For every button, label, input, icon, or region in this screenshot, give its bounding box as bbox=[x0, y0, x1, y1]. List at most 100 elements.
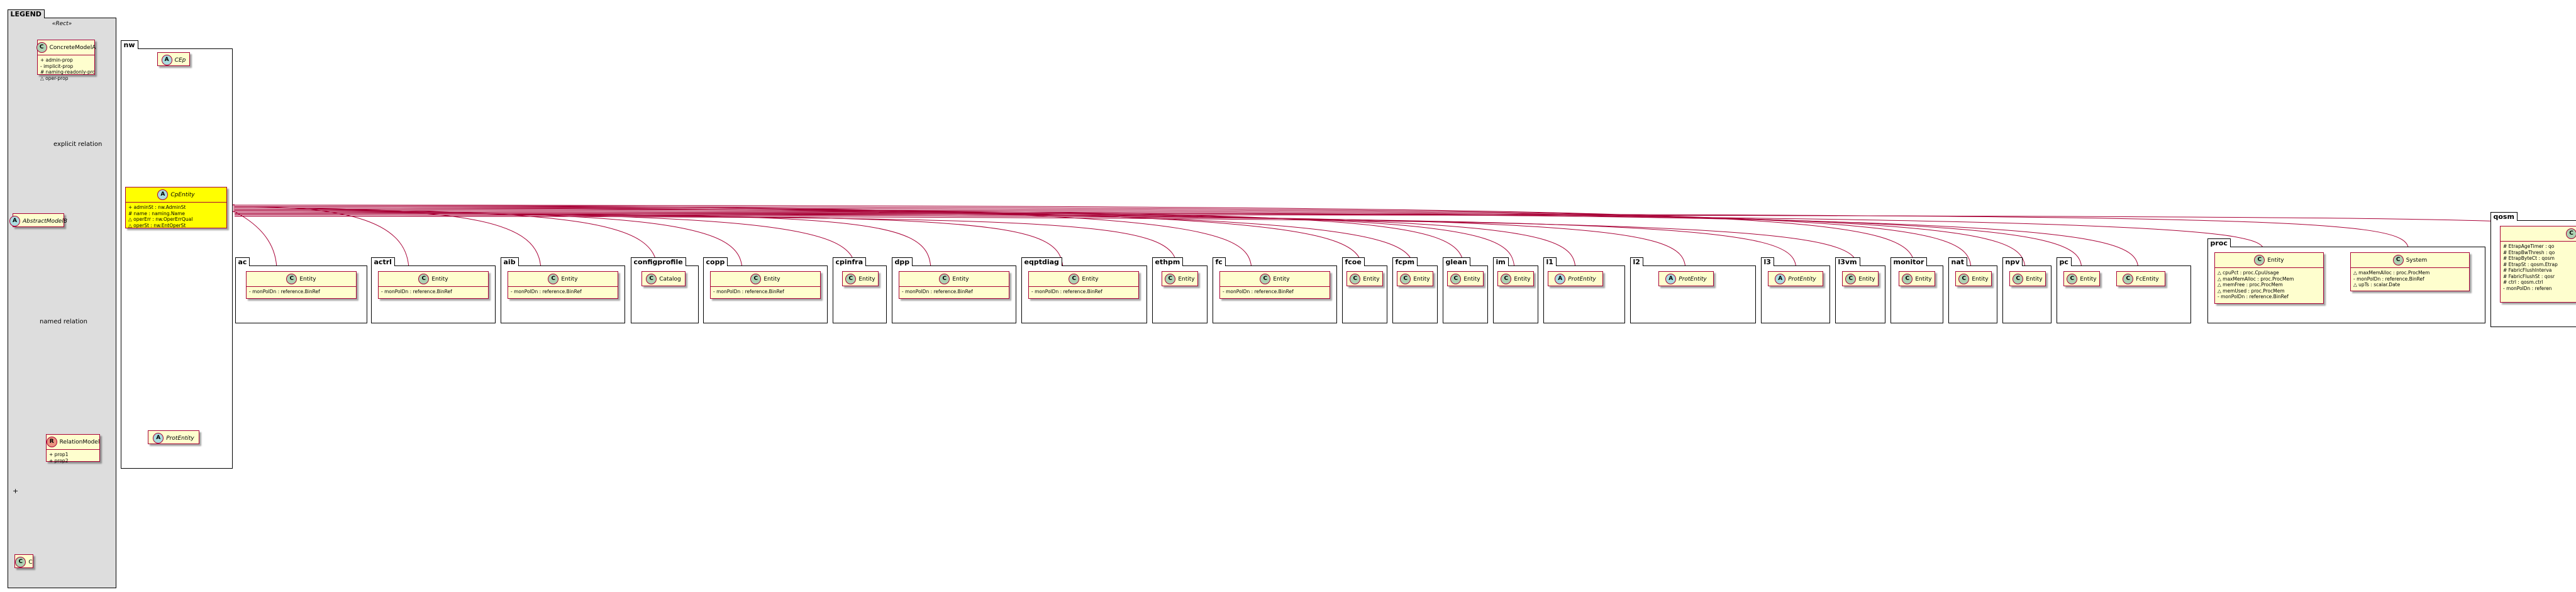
class-field: △ maxMemAlloc : proc.ProcMem bbox=[2353, 270, 2430, 276]
class-field: # EtrapAgeTimer : qo bbox=[2503, 243, 2555, 249]
class-field: - monPolDn : reference.BinRef bbox=[2218, 294, 2289, 299]
class-name: Entity bbox=[952, 276, 969, 282]
class-name: Entity bbox=[561, 276, 578, 282]
package-title: qosm bbox=[2490, 212, 2518, 221]
class-name: Entity bbox=[1463, 276, 1480, 282]
class-c-icon: C bbox=[2566, 228, 2576, 239]
class-field: - monPolDn : reference.BinRef bbox=[1031, 289, 1102, 294]
class-field: # FabricFlushInterva bbox=[2503, 267, 2552, 273]
package-title: aib bbox=[500, 257, 519, 266]
class-name: Entity bbox=[1514, 276, 1531, 282]
package-title: proc bbox=[2207, 238, 2231, 247]
package-title: l3vm bbox=[1835, 257, 1860, 266]
package-title: actrl bbox=[370, 257, 395, 266]
class-name: Entity bbox=[2267, 257, 2284, 264]
class-field: △ memUsed : proc.ProcMem bbox=[2218, 288, 2285, 294]
class-name: Entity bbox=[1178, 276, 1195, 282]
class-field: △ memFree : proc.ProcMem bbox=[2218, 282, 2283, 288]
inheritance-line bbox=[234, 211, 856, 271]
class-name: CpEntity bbox=[170, 191, 195, 198]
class-c-icon: C bbox=[845, 274, 857, 284]
inheritance-line bbox=[234, 210, 743, 271]
class-field: + adminSt : nw.AdminSt bbox=[128, 204, 186, 210]
class-field: + admin-prop bbox=[40, 57, 73, 63]
class-c-icon: C bbox=[1350, 274, 1361, 284]
package-title: copp bbox=[702, 257, 728, 266]
class-field: - monPolDn : reference.BinRef bbox=[249, 289, 320, 294]
named-relation-label: named relation bbox=[40, 318, 87, 325]
package-title: npv bbox=[2002, 257, 2023, 266]
class-field: △ operSt : nw.EntOperSt bbox=[128, 222, 186, 228]
inheritance-line bbox=[234, 213, 1686, 271]
abstract-a-icon: A bbox=[1665, 274, 1677, 284]
inheritance-line bbox=[234, 210, 2139, 271]
package-title: fcoe bbox=[1341, 257, 1365, 266]
class-name: ProtEntity bbox=[166, 435, 194, 442]
class-name: Entity bbox=[1858, 276, 1875, 282]
class-field: - monPolDn : reference.BinRef bbox=[902, 289, 973, 294]
package-title: glean bbox=[1442, 257, 1470, 266]
package-title: nw bbox=[120, 40, 138, 49]
class-field: # EtrapBwThresh : qo bbox=[2503, 249, 2555, 255]
package-title: eqptdiag bbox=[1021, 257, 1062, 266]
legend-stereotype: «Rect» bbox=[52, 21, 72, 27]
class-name: Entity bbox=[1413, 276, 1430, 282]
class-c-icon: C bbox=[1069, 274, 1080, 284]
inheritance-line bbox=[234, 206, 409, 271]
package-title: l2 bbox=[1629, 257, 1643, 266]
inheritance-line bbox=[234, 209, 658, 271]
class-c-icon: C bbox=[286, 274, 297, 284]
package-title: cpinfra bbox=[832, 257, 867, 266]
class-field: # EtrapByteCt : qosm bbox=[2503, 255, 2555, 261]
class-name: Entity bbox=[431, 276, 448, 282]
class-name: Entity bbox=[2080, 276, 2097, 282]
class-c-icon: C bbox=[15, 557, 26, 567]
class-c-icon: C bbox=[1260, 274, 1271, 284]
class-c-icon: C bbox=[1902, 274, 1913, 284]
class-c-icon: C bbox=[548, 274, 559, 284]
class-c-icon: C bbox=[418, 274, 430, 284]
inheritance-line bbox=[234, 213, 2409, 252]
abstract-a-icon: A bbox=[157, 189, 169, 200]
class-field: △ maxMemAlloc : proc.ProcMem bbox=[2218, 276, 2294, 282]
class-field: + prop1 bbox=[49, 452, 69, 457]
inheritance-line bbox=[234, 204, 1252, 271]
qosm-class: C # EtrapAgeTimer : qo # EtrapBwThresh :… bbox=[2500, 226, 2576, 303]
explicit-relation-label: explicit relation bbox=[53, 141, 103, 148]
class-c-icon: C bbox=[2254, 255, 2265, 265]
class-c-icon: C bbox=[1501, 274, 1512, 284]
package-title: ac bbox=[235, 257, 250, 266]
